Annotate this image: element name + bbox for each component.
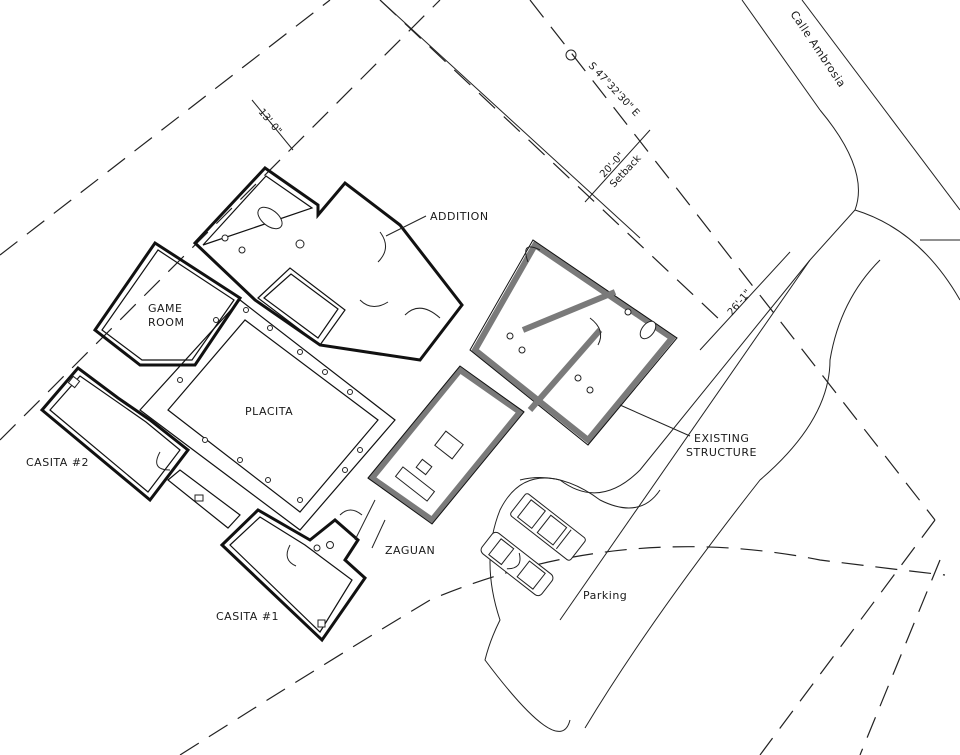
parked-car-2 xyxy=(480,531,554,597)
callout-existing-line2: STRUCTURE xyxy=(686,446,757,459)
existing-offset-dimension-label: 26'-1" xyxy=(726,288,754,318)
side-dimension-label: 13'-0" xyxy=(256,107,284,137)
room-label-zaguan: ZAGUAN xyxy=(385,544,435,557)
callout-addition: ADDITION xyxy=(430,210,489,223)
callout-leaders xyxy=(371,215,691,549)
existing-structure xyxy=(367,239,678,525)
setback-dimensions xyxy=(251,0,791,351)
area-label-parking: Parking xyxy=(583,589,627,602)
room-label-game-room-1: GAME xyxy=(148,302,183,315)
room-label-placita: PLACITA xyxy=(245,405,293,418)
room-label-casita-2: CASITA #2 xyxy=(26,456,89,469)
driveway-outline xyxy=(484,209,960,732)
property-corner-marker xyxy=(565,49,577,61)
room-label-game-room-2: ROOM xyxy=(148,316,184,329)
street-calle-ambrosia xyxy=(559,0,960,621)
room-label-casita-1: CASITA #1 xyxy=(216,610,279,623)
parked-car-1 xyxy=(510,493,586,561)
placita-columns xyxy=(177,307,363,503)
main-house xyxy=(39,166,464,643)
property-bearing-label: S 47°32'30" E xyxy=(586,61,641,119)
callout-existing-line1: EXISTING xyxy=(694,432,749,445)
